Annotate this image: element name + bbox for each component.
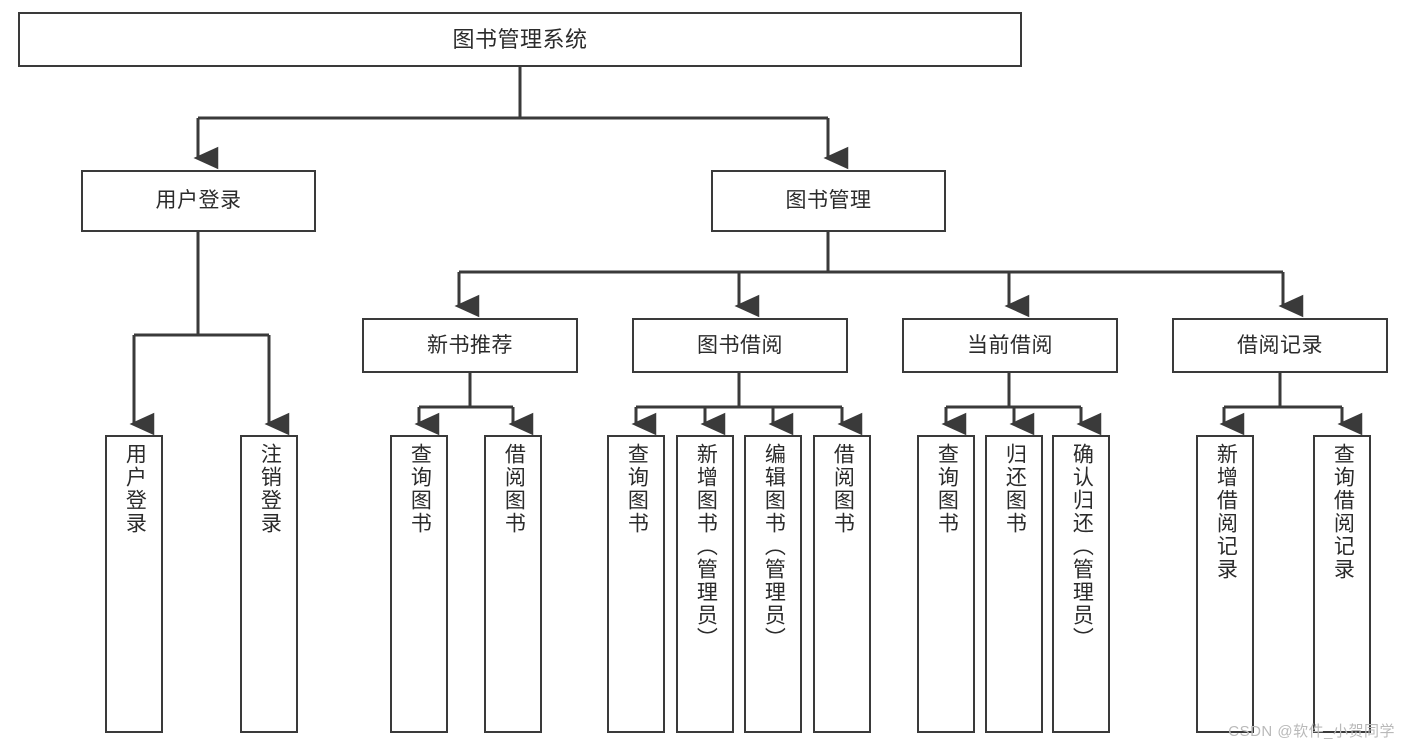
node-label: 新增借阅记录 (1214, 443, 1238, 581)
node-label: 当前借阅 (967, 333, 1053, 357)
node-book-management[interactable]: 图书管理 (711, 170, 946, 232)
node-label: 编辑图书（管理员） (762, 443, 786, 650)
leaf-current-borrow-return-book[interactable]: 归还图书 (985, 435, 1043, 733)
node-label: 归还图书 (1003, 443, 1027, 535)
node-label: 查询图书 (625, 443, 649, 535)
leaf-borrow-record-add-record[interactable]: 新增借阅记录 (1196, 435, 1254, 733)
leaf-new-book-borrow-book[interactable]: 借阅图书 (484, 435, 542, 733)
leaf-book-borrow-query-book[interactable]: 查询图书 (607, 435, 665, 733)
node-label: 确认归还（管理员） (1070, 443, 1094, 650)
leaf-book-borrow-edit-book-admin[interactable]: 编辑图书（管理员） (744, 435, 802, 733)
leaf-borrow-record-query-record[interactable]: 查询借阅记录 (1313, 435, 1371, 733)
node-label: 查询图书 (408, 443, 432, 535)
node-current-borrow[interactable]: 当前借阅 (902, 318, 1118, 373)
node-root-book-management-system[interactable]: 图书管理系统 (18, 12, 1022, 67)
leaf-book-borrow-borrow-book[interactable]: 借阅图书 (813, 435, 871, 733)
node-borrow-record[interactable]: 借阅记录 (1172, 318, 1388, 373)
node-label: 图书借阅 (697, 333, 783, 357)
node-label: 借阅图书 (502, 443, 526, 535)
node-label: 借阅记录 (1237, 333, 1323, 357)
node-label: 新书推荐 (427, 333, 513, 357)
node-label: 注销登录 (258, 443, 282, 535)
node-label: 查询借阅记录 (1331, 443, 1355, 581)
node-label: 图书管理系统 (452, 26, 588, 52)
csdn-watermark: CSDN @软件_小贺同学 (1228, 723, 1395, 740)
leaf-current-borrow-confirm-return-admin[interactable]: 确认归还（管理员） (1052, 435, 1110, 733)
node-label: 用户登录 (155, 189, 242, 213)
node-book-borrow[interactable]: 图书借阅 (632, 318, 848, 373)
node-label: 查询图书 (935, 443, 959, 535)
leaf-user-login-logout[interactable]: 注销登录 (240, 435, 298, 733)
leaf-new-book-query-book[interactable]: 查询图书 (390, 435, 448, 733)
node-label: 新增图书（管理员） (694, 443, 718, 650)
node-label: 图书管理 (785, 189, 872, 213)
leaf-user-login-login[interactable]: 用户登录 (105, 435, 163, 733)
node-label: 用户登录 (123, 443, 147, 535)
node-user-login[interactable]: 用户登录 (81, 170, 316, 232)
leaf-current-borrow-query-book[interactable]: 查询图书 (917, 435, 975, 733)
node-new-book-recommend[interactable]: 新书推荐 (362, 318, 578, 373)
leaf-book-borrow-add-book-admin[interactable]: 新增图书（管理员） (676, 435, 734, 733)
node-label: 借阅图书 (831, 443, 855, 535)
